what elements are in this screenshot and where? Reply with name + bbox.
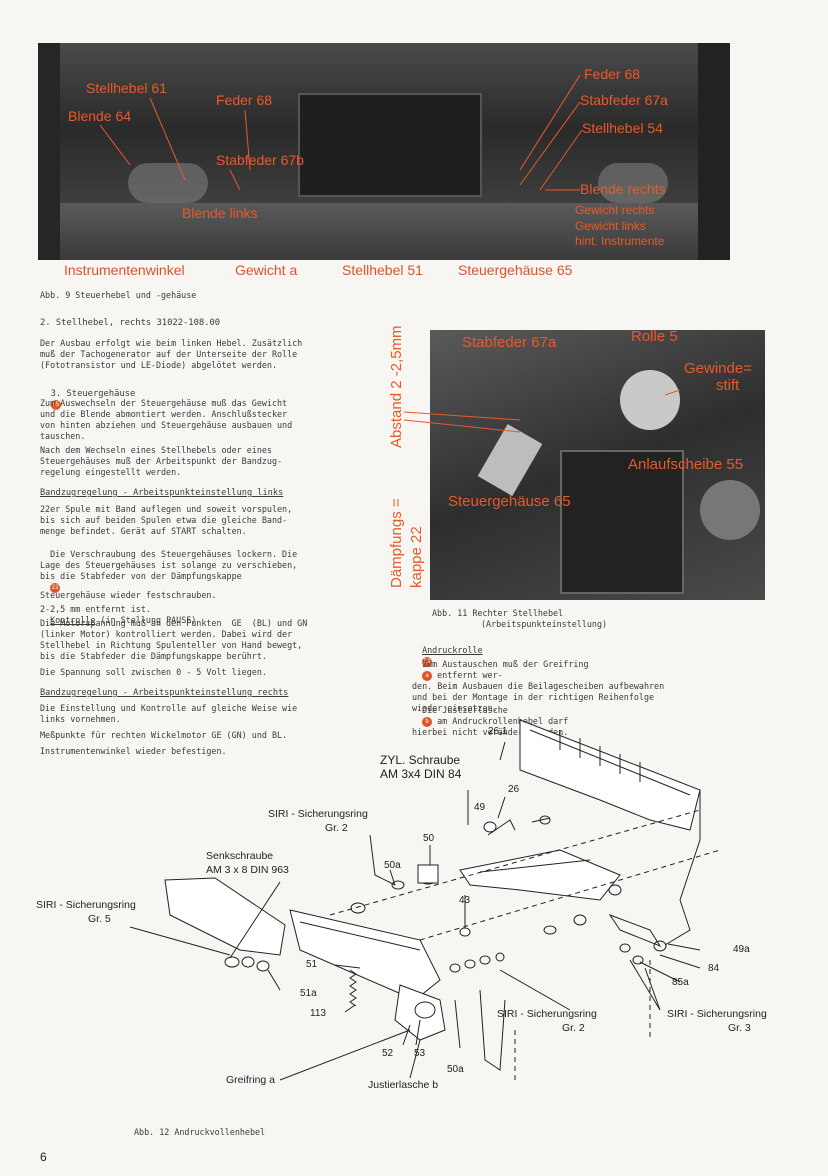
label-feder-68-left: Feder 68 (216, 92, 273, 108)
fig11-label-stift: stift (716, 377, 740, 394)
label-steuergehaeuse-65: Steuergehäuse 65 (458, 262, 573, 278)
fig12-label-siri5-1: SIRI - Sicherungsring (36, 899, 136, 911)
section-2-paragraph: Der Ausbau erfolgt wie beim linken Hebel… (40, 338, 303, 370)
section-3-paragraph-1: Zum Auswechseln der Steuergehäuse muß da… (40, 398, 293, 441)
paragraph-bandzug-links-1: 22er Spule mit Band auflegen und soweit … (40, 504, 293, 536)
badge-a: a (422, 670, 433, 681)
paragraph-andruck-2a: Die Justierlasche (422, 705, 508, 715)
section-3-paragraph-2: Nach dem Wechseln eines Stellhebels oder… (40, 445, 283, 477)
fig11-caption-1: Abb. 11 Rechter Stellhebel (432, 608, 564, 618)
part-53: 53 (414, 1048, 426, 1059)
part-84: 84 (708, 963, 720, 974)
heading-kontrolle-text: Kontrolle (50, 615, 96, 625)
fig11-photo (430, 330, 765, 600)
fig11-leader-lines (403, 389, 681, 433)
fig12-label-siri3-2: Gr. 3 (728, 1022, 751, 1034)
label-blende-rechts: Blende rechts (580, 181, 666, 197)
fig12-label-siri2-bot-2: Gr. 2 (562, 1022, 585, 1034)
label-instrumentenwinkel: Instrumentenwinkel (64, 262, 185, 278)
heading-andruckrolle-text: Andruckrolle (422, 645, 483, 655)
page-number: 6 (40, 1150, 47, 1164)
badge-22: 22 (50, 582, 61, 593)
part-85a: 85a (672, 977, 689, 988)
fig9-caption: Abb. 9 Steuerhebel und -gehäuse (40, 290, 197, 300)
paragraph-andruck-1a: Zum Austauschen muß der Greifring (422, 659, 589, 669)
fig12-label-zyl-2: AM 3x4 DIN 84 (380, 767, 462, 781)
paragraph-andruck-1: Zum Austauschen muß der Greifring a entf… (412, 648, 664, 714)
part-113: 113 (310, 1008, 326, 1019)
fig11-label-gewinde: Gewinde= (684, 360, 752, 377)
part-52: 52 (382, 1048, 394, 1059)
paragraph-bandzug-links-2a: Die Verschraubung des Steuergehäuses loc… (40, 549, 298, 581)
part-261: 26,1 (488, 726, 508, 737)
fig12-label-greifring: Greifring a (226, 1074, 276, 1086)
section-2-heading: 2. Stellhebel, rechts 31022-108.00 (40, 318, 221, 328)
fig12-label-justierlasche: Justierlasche b (368, 1079, 439, 1091)
fig9-leader-lines (99, 74, 583, 191)
fig11-label-steuergehaeuse: Steuergehäuse 65 (448, 493, 571, 510)
fig12-label-senk-1: Senkschraube (206, 850, 274, 862)
label-stabfeder-67a: Stabfeder 67a (580, 92, 668, 108)
heading-bandzug-links: Bandzugregelung - Arbeitspunkteinstellun… (40, 488, 284, 498)
label-blende-64: Blende 64 (68, 108, 132, 124)
label-stellhebel-54: Stellhebel 54 (582, 120, 663, 136)
fig12-caption: Abb. 12 Andruckvollenhebel (134, 1127, 266, 1137)
heading-kontrolle-rest: (in Stellung PAUSE) (95, 615, 197, 625)
part-43: 43 (459, 895, 471, 906)
part-26: 26 (508, 784, 520, 795)
fig12-drawing (129, 719, 721, 1081)
paragraph-bandzug-rechts: Die Einstellung und Kontrolle auf gleich… (40, 703, 298, 724)
part-50a-top: 50a (384, 860, 401, 871)
badge-65: 65 (50, 400, 61, 410)
paragraph-andruck-1b: entfernt wer- den. Beim Ausbauen die Bei… (412, 670, 665, 713)
fig11-label-rolle-5: Rolle 5 (631, 328, 678, 345)
part-49a: 49a (733, 944, 750, 955)
label-stellhebel-51: Stellhebel 51 (342, 262, 423, 278)
section-3-heading-text: 3. Steuergehäuse (50, 389, 136, 399)
paragraph-spannung: Die Spannung soll zwischen 0 - 5 Volt li… (40, 667, 267, 677)
label-feder-68-right: Feder 68 (584, 66, 641, 82)
fig12-label-siri3-1: SIRI - Sicherungsring (667, 1008, 767, 1020)
paragraph-messpunkte: Meßpunkte für rechten Wickelmotor GE (GN… (40, 730, 288, 740)
fig12-label-siri2-top-1: SIRI - Sicherungsring (268, 808, 368, 820)
paragraph-instrumentenwinkel: Instrumentenwinkel wieder befestigen. (40, 746, 227, 756)
part-51a: 51a (300, 988, 317, 999)
part-50a-bot: 50a (447, 1064, 464, 1075)
label-hint-instrumente: hint. Instrumente (575, 234, 665, 248)
fig12-label-siri5-2: Gr. 5 (88, 913, 111, 925)
label-blende-links: Blende links (182, 205, 258, 221)
badge-52: 52 (422, 656, 433, 667)
part-49: 49 (474, 802, 486, 813)
label-gewicht-a: Gewicht a (235, 262, 298, 278)
badge-b: b (422, 716, 433, 727)
fig11-label-anlaufscheibe: Anlaufscheibe 55 (628, 456, 744, 473)
paragraph-bandzug-links-2: Die Verschraubung des Steuergehäuses loc… (40, 538, 297, 626)
fig9-photo (38, 43, 730, 260)
label-gewicht-rechts: Gewicht rechts (575, 203, 655, 217)
fig12-label-siri2-bot-1: SIRI - Sicherungsring (497, 1008, 597, 1020)
section-3-heading: 3. Steuergehäuse 65 (40, 378, 135, 412)
part-50: 50 (423, 833, 435, 844)
label-stellhebel-61: Stellhebel 61 (86, 80, 167, 96)
label-stabfeder-67b: Stabfeder 67b (216, 152, 304, 168)
heading-kontrolle: Kontrolle (in Stellung PAUSE) (40, 604, 196, 626)
part-51: 51 (306, 959, 318, 970)
paragraph-festschrauben: Steuergehäuse wieder festschrauben. (40, 590, 217, 600)
fig12-label-siri2-top-2: Gr. 2 (325, 822, 348, 834)
fig12-label-zyl-1: ZYL. Schraube (380, 753, 461, 767)
paragraph-bandzug-links-2b: 2-2,5 mm entfernt ist. (40, 604, 151, 614)
fig11-caption-2: (Arbeitspunkteinstellung) (481, 619, 608, 629)
heading-bandzug-rechts: Bandzugregelung - Arbeitspunkteinstellun… (40, 688, 289, 698)
heading-andruckrolle: Andruckrolle 52 (412, 634, 483, 667)
label-gewicht-links: Gewicht links (575, 219, 646, 233)
fig11-label-stabfeder-67a: Stabfeder 67a (462, 334, 557, 351)
paragraph-kontrolle: Die Motorspannung muß an den Punkten GE … (40, 618, 308, 661)
fig12-label-senk-2: AM 3 x 8 DIN 963 (206, 864, 289, 876)
